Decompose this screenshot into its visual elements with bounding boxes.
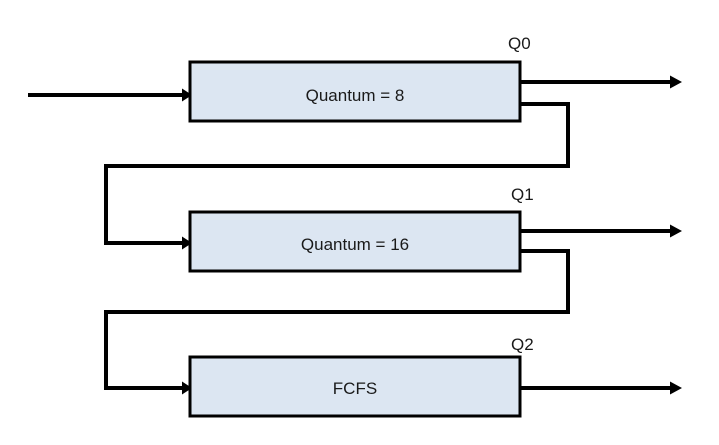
- q1-box[interactable]: [188, 210, 522, 273]
- q2-queue-label: Q2: [511, 335, 534, 354]
- connector-q1-completion: [520, 224, 682, 238]
- q0-box[interactable]: [188, 60, 522, 123]
- q1-completion-arrowhead: [670, 224, 682, 238]
- queue-node-q1[interactable]: Quantum = 16 Q1: [188, 185, 534, 273]
- q0-queue-label: Q0: [508, 34, 531, 53]
- q2-box[interactable]: [188, 355, 522, 418]
- q1-to-q2-line: [104, 249, 570, 390]
- queue-node-q2[interactable]: FCFS Q2: [188, 335, 534, 418]
- queue-node-q0[interactable]: Quantum = 8 Q0: [188, 34, 531, 123]
- q0-to-q1-line: [104, 102, 570, 245]
- q2-completion-arrowhead: [670, 381, 682, 395]
- connector-q0-completion: [520, 75, 682, 89]
- q0-to-q1-arrowhead: [182, 236, 192, 250]
- connector-q1-to-q2: [104, 249, 570, 395]
- q2-box-label: FCFS: [333, 379, 377, 398]
- job-entry-arrowhead: [182, 88, 192, 102]
- q1-box-label: Quantum = 16: [301, 235, 409, 254]
- q0-completion-arrowhead: [670, 75, 682, 89]
- connector-job-entry: [28, 88, 192, 102]
- connector-q0-to-q1: [104, 102, 570, 250]
- q0-box-label: Quantum = 8: [306, 86, 405, 105]
- q1-to-q2-arrowhead: [182, 381, 192, 395]
- connector-q2-completion: [520, 381, 682, 395]
- q1-queue-label: Q1: [511, 185, 534, 204]
